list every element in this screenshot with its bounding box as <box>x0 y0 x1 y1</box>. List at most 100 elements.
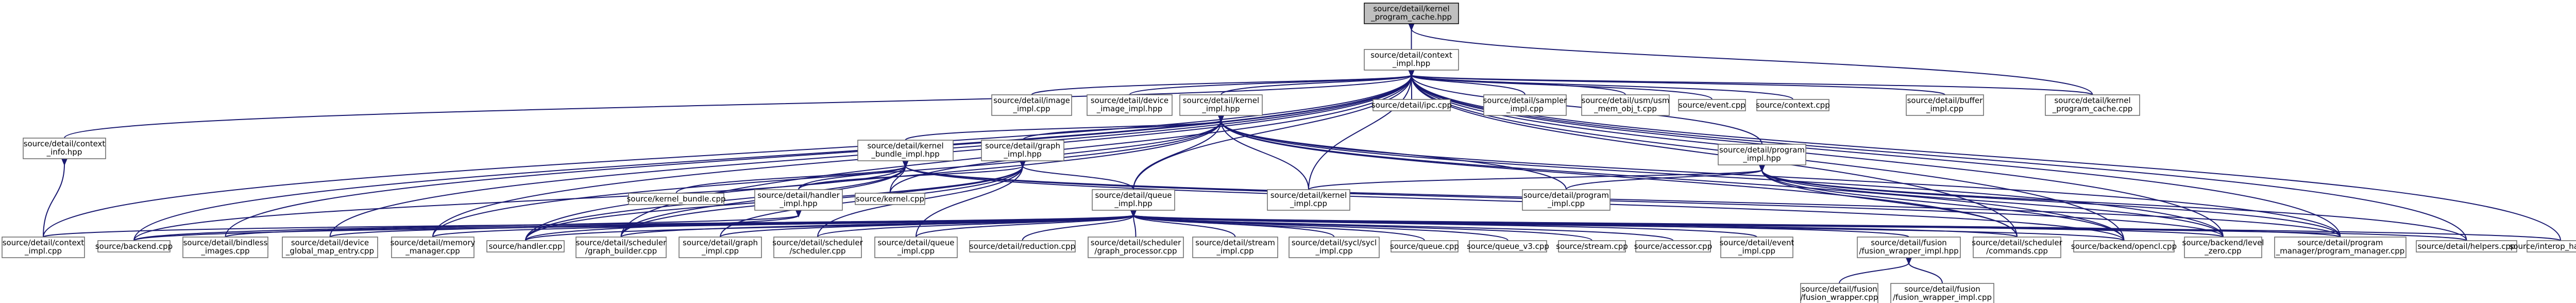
node-globalmap[interactable]: source/detail/device_global_map_entry.cp… <box>282 237 378 258</box>
node-label: _bundle_impl.hpp <box>871 149 939 159</box>
node-label: _impl.cpp <box>1547 199 1585 209</box>
node-usm[interactable]: source/detail/usm/usm_mem_obj_t.cpp <box>1581 94 1670 116</box>
node-box <box>1581 94 1670 116</box>
node-box <box>991 94 1072 116</box>
node-interop[interactable]: source/interop_handle.cpp <box>2510 240 2576 252</box>
node-graphimplcpp[interactable]: source/detail/graph_impl.cpp <box>679 237 762 258</box>
node-box <box>1906 94 1984 116</box>
node-streamimpl[interactable]: source/detail/stream_impl.cpp <box>1192 237 1278 258</box>
node-root[interactable]: source/detail/kernel_program_cache.hpp <box>1364 3 1459 24</box>
edge-interop-to-queueimpl <box>1127 204 2561 241</box>
node-graphbuilder[interactable]: source/detail/scheduler/graph_builder.cp… <box>575 237 667 258</box>
node-box <box>1192 237 1278 258</box>
node-handlerimpl[interactable]: source/detail/handler_impl.hpp <box>754 189 843 211</box>
node-accessor[interactable]: source/accessor.cpp <box>1634 240 1712 252</box>
node-box <box>97 240 171 252</box>
node-ctxinfo[interactable]: source/detail/context_info.hpp <box>23 138 106 159</box>
node-kbundle[interactable]: source/detail/kernel_bundle_impl.hpp <box>857 140 954 161</box>
node-box <box>1092 189 1175 211</box>
node-label: _impl.hpp <box>1392 59 1430 69</box>
node-label: source/interop_handle.cpp <box>2510 242 2576 251</box>
node-devimg[interactable]: source/detail/device_image_impl.hpp <box>1087 94 1173 116</box>
node-label: _impl.hpp <box>1114 199 1152 209</box>
node-label: source/event.cpp <box>1679 100 1745 110</box>
node-queueimplcpp[interactable]: source/detail/queue_impl.cpp <box>874 237 958 258</box>
node-box <box>2416 240 2517 252</box>
node-progimplcpp[interactable]: source/detail/program_impl.cpp <box>1522 189 1611 211</box>
node-fusionwrapcpp[interactable]: source/detail/fusion/fusion_wrapper.cpp <box>1800 283 1878 303</box>
node-ipc[interactable]: source/detail/ipc.cpp <box>1371 99 1452 111</box>
node-label: _images.cpp <box>200 246 249 256</box>
node-ctx[interactable]: source/detail/context_impl.hpp <box>1364 49 1459 71</box>
node-label: _impl.cpp <box>1506 104 1544 114</box>
edge-opencl-to-kbundle <box>900 155 2125 241</box>
edge-handler-to-kimpl <box>525 110 1227 241</box>
node-label: source/kernel.cpp <box>856 194 924 204</box>
node-commands[interactable]: source/detail/scheduler/commands.cpp <box>1972 237 2063 258</box>
edge-graph-to-kimpl <box>1022 110 1227 141</box>
edge-kbundlecpp-to-kbundle <box>675 155 911 194</box>
node-program[interactable]: source/detail/program_impl.hpp <box>1718 144 1806 165</box>
edge-levelzero-to-program <box>1756 159 2224 238</box>
node-box <box>486 240 565 252</box>
edge-progmgr-to-kimpl <box>1215 110 2341 238</box>
edge-devimg-to-ctx <box>1129 64 1417 95</box>
node-kimpl[interactable]: source/detail/kernel_impl.hpp <box>1179 94 1263 116</box>
node-label: source/detail/fusion <box>1801 284 1877 294</box>
node-kbundlecpp[interactable]: source/kernel_bundle.cpp <box>626 193 726 205</box>
node-opencl[interactable]: source/backend/opencl.cpp <box>2071 240 2177 252</box>
node-progmgr[interactable]: source/detail/program_manager/program_ma… <box>2274 237 2406 258</box>
node-label: _impl.cpp <box>1216 246 1253 256</box>
node-label: /fusion_wrapper.cpp <box>1801 293 1878 302</box>
node-kimplcpp[interactable]: source/detail/kernel_impl.cpp <box>1267 189 1350 211</box>
node-backend[interactable]: source/backend.cpp <box>95 240 173 252</box>
edge-kbundle-to-kimpl <box>905 110 1227 141</box>
node-memmgr[interactable]: source/detail/memory_manager.cpp <box>391 237 476 258</box>
node-label: source/detail/sampler <box>1483 96 1568 105</box>
node-eventimpl[interactable]: source/detail/event_impl.cpp <box>1720 237 1794 258</box>
node-kernelcpp[interactable]: source/kernel.cpp <box>855 193 925 205</box>
node-context[interactable]: source/context.cpp <box>1756 99 1830 111</box>
node-label: source/detail/scheduler <box>772 238 863 247</box>
node-img[interactable]: source/detail/image_impl.cpp <box>991 94 1072 116</box>
node-box <box>1364 49 1459 71</box>
node-reduction[interactable]: source/detail/reduction.cpp <box>969 240 1076 252</box>
node-levelzero[interactable]: source/backend/level_zero.cpp <box>2182 237 2264 258</box>
node-label: source/detail/image <box>993 96 1070 105</box>
edge-commands-to-program <box>1756 159 2018 238</box>
node-helpers[interactable]: source/detail/helpers.cpp <box>2416 240 2517 252</box>
node-label: source/backend/opencl.cpp <box>2071 242 2177 251</box>
node-box <box>1678 99 1746 111</box>
node-buffer[interactable]: source/detail/buffer_impl.cpp <box>1906 94 1984 116</box>
node-label: source/detail/context <box>1370 50 1452 60</box>
node-label: /fusion_wrapper_impl.hpp <box>1859 246 1958 256</box>
node-label: source/detail/context <box>24 139 106 148</box>
node-label: source/detail/program <box>1523 191 1609 200</box>
node-queueimpl[interactable]: source/detail/queue_impl.hpp <box>1092 189 1175 211</box>
node-label: source/context.cpp <box>1756 100 1829 110</box>
node-sampler[interactable]: source/detail/sampler_impl.cpp <box>1483 94 1568 116</box>
node-syncimpl[interactable]: source/detail/sycl/sycl_impl.cpp <box>1289 237 1380 258</box>
node-label: source/detail/device <box>291 238 369 247</box>
node-queuev3[interactable]: source/queue_v3.cpp <box>1467 240 1549 252</box>
node-label: _program_cache.hpp <box>1370 12 1452 22</box>
node-ctximplcpp[interactable]: source/detail/context_impl.cpp <box>2 237 85 258</box>
node-bindless[interactable]: source/detail/bindless_images.cpp <box>182 237 268 258</box>
node-kpcc[interactable]: source/detail/kernel_program_cache.cpp <box>2045 94 2140 116</box>
edge-queueimpl-to-graph <box>1017 155 1134 190</box>
node-label: _mem_obj_t.cpp <box>1594 104 1657 114</box>
node-queue[interactable]: source/queue.cpp <box>1390 240 1459 252</box>
node-label: source/detail/kernel <box>1270 191 1347 200</box>
node-stream[interactable]: source/stream.cpp <box>1556 240 1628 252</box>
node-label: source/detail/fusion <box>1871 238 1947 247</box>
node-handler[interactable]: source/handler.cpp <box>486 240 565 252</box>
node-scheduler[interactable]: source/detail/scheduler/scheduler.cpp <box>772 237 863 258</box>
node-label: source/queue.cpp <box>1390 242 1459 251</box>
node-event[interactable]: source/event.cpp <box>1678 99 1746 111</box>
node-box <box>628 193 724 205</box>
node-graph[interactable]: source/detail/graph_impl.hpp <box>981 140 1064 161</box>
node-graphproc[interactable]: source/detail/scheduler/graph_processor.… <box>1088 237 1184 258</box>
node-fusionwrapimpl[interactable]: source/detail/fusion/fusion_wrapper_impl… <box>1890 283 1994 303</box>
node-label: source/detail/fusion <box>1904 284 1980 294</box>
node-fusionwrap[interactable]: source/detail/fusion/fusion_wrapper_impl… <box>1857 237 1961 258</box>
